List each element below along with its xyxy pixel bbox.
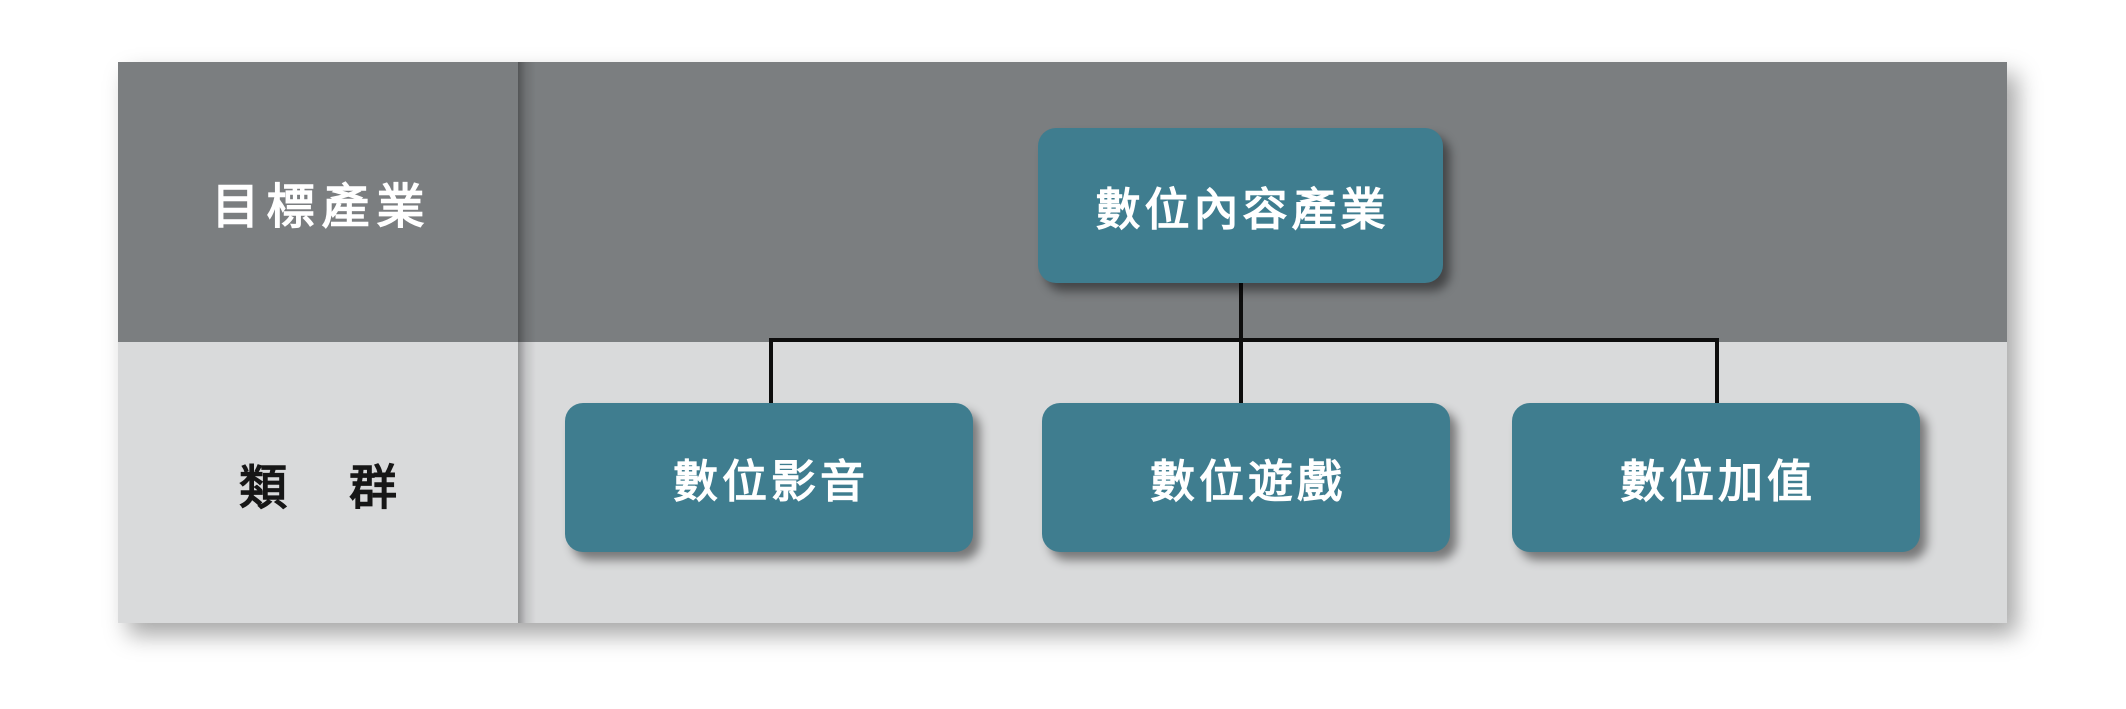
industry-category-table: 目標產業 類 群 數位內容產業 數位影音 數位遊戲 數位加值 xyxy=(118,62,2007,623)
row-header-target-industry: 目標產業 xyxy=(211,181,432,234)
connector-drop-digital-video xyxy=(769,338,773,405)
connector-drop-digital-games xyxy=(1239,338,1243,405)
node-digital-games: 數位遊戲 xyxy=(1042,403,1450,552)
node-digital-content-industry: 數位內容產業 xyxy=(1038,128,1443,283)
node-digital-video-audio: 數位影音 xyxy=(565,403,973,552)
node-digital-value-added: 數位加值 xyxy=(1512,403,1920,552)
connector-horizontal-rail xyxy=(769,338,1719,342)
connector-root-stem xyxy=(1239,283,1243,342)
row-header-category-group: 類 群 xyxy=(238,461,404,515)
connector-drop-digital-value-added xyxy=(1715,338,1719,405)
